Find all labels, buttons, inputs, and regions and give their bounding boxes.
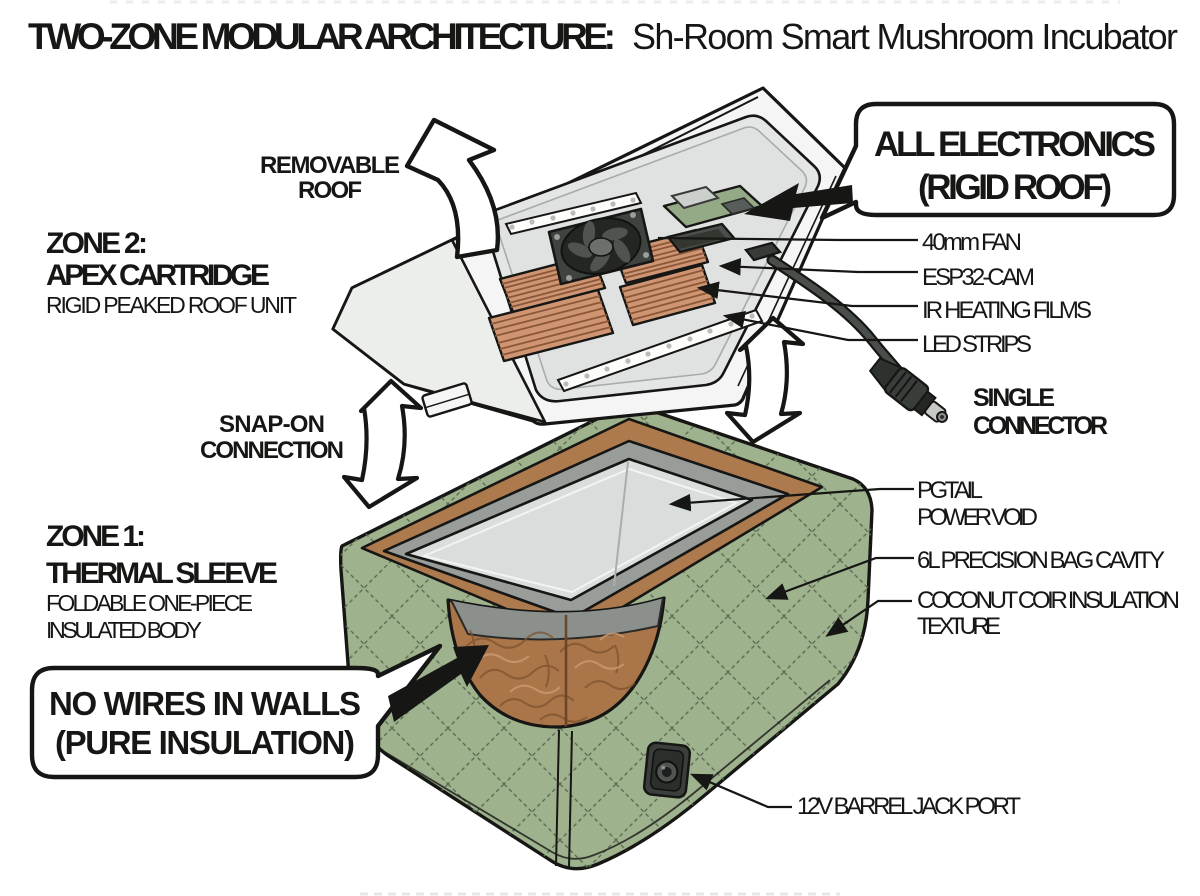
barrel-connector-icon — [868, 357, 949, 423]
no-wires-callout — [29, 643, 443, 780]
esp32-cam-board-icon — [662, 184, 764, 229]
liner-crease — [613, 461, 629, 587]
led-strip-icon — [504, 191, 764, 393]
pigtail-label-1: PGTAIL — [917, 477, 983, 504]
leader-jack — [689, 773, 792, 809]
jack-label: 12V BARREL JACK PORT — [797, 793, 1021, 820]
panel-plug-icon — [744, 241, 782, 262]
single-connector-label-1: SINGLE — [973, 384, 1055, 412]
snap-on-label-1: SNAP-ON — [219, 411, 325, 438]
no-wires-line1: NO WIRES IN WALLS — [49, 685, 361, 722]
page-title-product: Sh-Room Smart Mushroom Incubator — [632, 16, 1178, 57]
film-hatching — [490, 234, 714, 356]
snap-tab — [421, 382, 473, 418]
zone1-id: ZONE 1: — [46, 520, 146, 553]
liner-panel — [404, 457, 754, 602]
cropped-text-slivers — [110, 0, 1120, 896]
zone2-id: ZONE 2: — [46, 227, 148, 260]
leader-ir-films — [696, 281, 918, 308]
leader-pigtail — [668, 487, 914, 512]
leader-cavity — [764, 556, 914, 600]
bag-cavity-label: 6L PRECISION BAG CAVITY — [917, 547, 1165, 574]
all-electronics-line2: (RIGID ROOF) — [918, 168, 1112, 207]
liner-highlight — [420, 467, 739, 594]
coir-label-2: TEXTURE — [917, 613, 1001, 640]
part-label-fan: 40mm FAN — [922, 229, 1022, 256]
fan-icon — [547, 207, 655, 286]
part-label-ir-films: IR HEATING FILMS — [922, 297, 1092, 324]
zone1-name: THERMAL SLEEVE — [46, 557, 278, 590]
snap-on-label-2: CONNECTION — [200, 437, 344, 464]
roof-body-double-arrow — [724, 315, 806, 445]
all-electronics-line1: ALL ELECTRONICS — [874, 125, 1156, 164]
no-wires-pointer — [388, 645, 489, 722]
leader-led — [722, 310, 918, 342]
labels: TWO-ZONE MODULAR ARCHITECTURE: Sh-Room S… — [28, 16, 1180, 820]
apex-cartridge-roof — [331, 86, 847, 426]
leader-coir — [825, 599, 912, 637]
snap-on-double-arrow — [341, 378, 424, 510]
all-electronics-pointer — [744, 183, 853, 221]
leader-esp32 — [718, 258, 918, 276]
part-label-led: LED STRIPS — [922, 331, 1032, 358]
pigtail-label-2: POWER VOID — [917, 504, 1038, 531]
rim-rings — [360, 417, 824, 639]
page-title-emphasis: TWO-ZONE MODULAR ARCHITECTURE: — [28, 16, 616, 57]
single-connector-label-2: CONNECTOR — [973, 412, 1108, 440]
stitch-border — [367, 679, 831, 860]
front-seam — [555, 729, 573, 869]
no-wires-line2: (PURE INSULATION) — [55, 724, 355, 761]
leader-lines — [657, 236, 918, 809]
all-electronics-callout — [819, 101, 1177, 221]
coir-label-1: COCONUT COIR INSULATION — [917, 587, 1180, 614]
zone2-name: APEX CARTRIDGE — [46, 259, 270, 292]
part-label-esp32: ESP32-CAM — [922, 264, 1035, 291]
zone2-description: RIGID PEAKED ROOF UNIT — [46, 292, 297, 318]
removable-roof-arrow — [404, 117, 500, 260]
barrel-jack-port — [642, 741, 692, 799]
thermal-sleeve-body — [338, 401, 874, 871]
removable-roof-label-2: ROOF — [298, 177, 362, 204]
leader-fan — [657, 236, 918, 242]
zone1-description-1: FOLDABLE ONE-PIECE — [46, 590, 253, 616]
removable-roof-label-1: REMOVABLE — [260, 152, 400, 179]
zone1-description-2: INSULATED BODY — [46, 617, 202, 643]
